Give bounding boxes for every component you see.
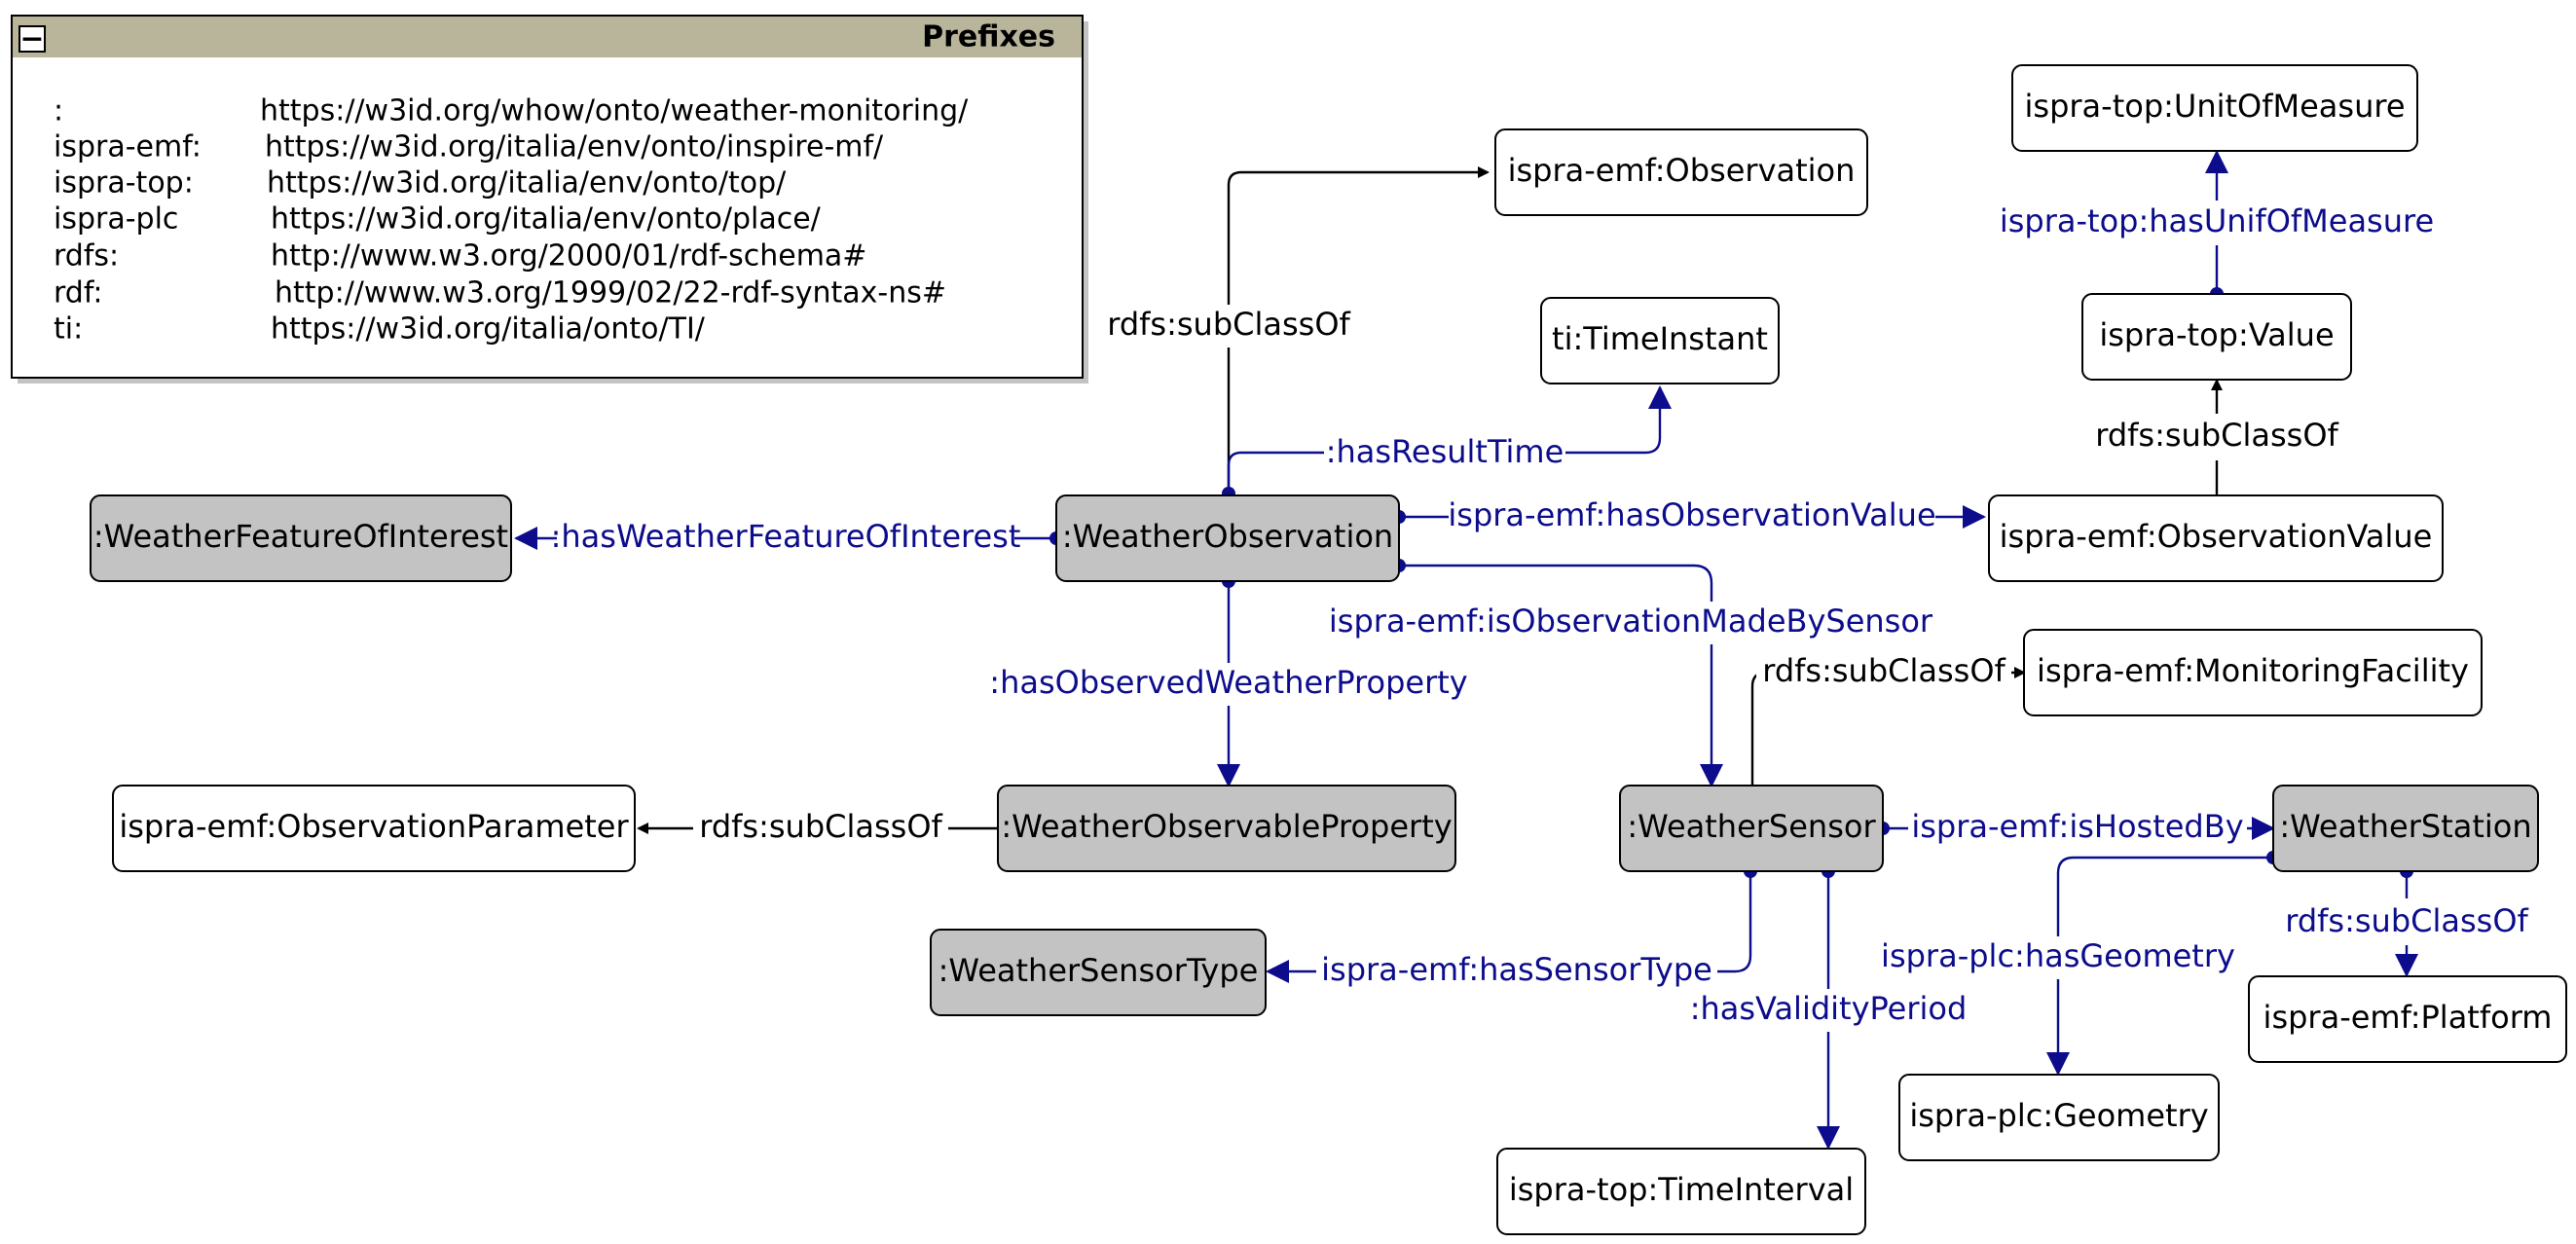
label-value-subclass: rdfs:subClassOf bbox=[2095, 417, 2338, 454]
prefixes-panel: − Prefixes : https://w3id.org/whow/onto/… bbox=[11, 15, 1088, 384]
collapse-box[interactable] bbox=[18, 25, 46, 53]
label-has-geometry: ispra-plc:hasGeometry bbox=[1881, 937, 2235, 974]
collapse-icon[interactable]: − bbox=[19, 22, 44, 56]
node-label: ispra-emf:Observation bbox=[1508, 152, 1856, 189]
prefix-label: rdf: bbox=[54, 276, 102, 311]
prefix-label: ispra-plc bbox=[54, 202, 178, 237]
node-label: ispra-top:UnitOfMeasure bbox=[2025, 88, 2406, 125]
node-time-instant[interactable]: ti:TimeInstant bbox=[1540, 297, 1780, 384]
node-weather-observable-property[interactable]: :WeatherObservableProperty bbox=[997, 785, 1456, 872]
node-label: ispra-emf:ObservationValue bbox=[2000, 518, 2433, 555]
prefix-uri: https://w3id.org/italia/env/onto/top/ bbox=[267, 166, 787, 201]
node-weather-observation[interactable]: :WeatherObservation bbox=[1055, 494, 1400, 582]
label-has-feature-of-interest: :hasWeatherFeatureOfInterest bbox=[551, 518, 1021, 555]
node-time-interval[interactable]: ispra-top:TimeInterval bbox=[1496, 1148, 1866, 1235]
node-label: ispra-emf:Platform bbox=[2263, 999, 2553, 1036]
label-station-subclass: rdfs:subClassOf bbox=[2285, 902, 2528, 939]
node-label: :WeatherStation bbox=[2279, 808, 2531, 845]
label-is-hosted-by: ispra-emf:isHostedBy bbox=[1911, 808, 2243, 845]
node-monitoring-facility[interactable]: ispra-emf:MonitoringFacility bbox=[2023, 629, 2483, 716]
node-geometry[interactable]: ispra-plc:Geometry bbox=[1898, 1074, 2220, 1161]
prefix-uri: https://w3id.org/italia/onto/TI/ bbox=[271, 312, 706, 347]
edge-has-sensor-type bbox=[1266, 871, 1752, 983]
edge-has-geometry bbox=[2046, 856, 2273, 1076]
prefix-label: : bbox=[54, 94, 63, 128]
node-label: ispra-top:Value bbox=[2099, 316, 2334, 353]
node-observation-value[interactable]: ispra-emf:ObservationValue bbox=[1988, 494, 2444, 582]
collapse-button[interactable]: − bbox=[18, 22, 46, 56]
node-label: ispra-top:TimeInterval bbox=[1509, 1171, 1854, 1208]
node-weather-sensor[interactable]: :WeatherSensor bbox=[1619, 785, 1884, 872]
node-label: ti:TimeInstant bbox=[1552, 320, 1768, 357]
node-observation-parameter[interactable]: ispra-emf:ObservationParameter bbox=[112, 785, 636, 872]
prefix-label: ti: bbox=[54, 312, 83, 347]
nodes: :WeatherObservation :WeatherFeatureOfInt… bbox=[90, 64, 2567, 1235]
label-made-by-sensor: ispra-emf:isObservationMadeBySensor bbox=[1329, 603, 1933, 640]
edge-labels: rdfs:subClassOf :hasResultTime :hasWeath… bbox=[551, 202, 2529, 1032]
node-weather-feature-of-interest[interactable]: :WeatherFeatureOfInterest bbox=[90, 494, 512, 582]
label-has-observed-property: :hasObservedWeatherProperty bbox=[989, 664, 1467, 701]
prefix-uri: http://www.w3.org/2000/01/rdf-schema# bbox=[271, 239, 866, 274]
node-emf-observation[interactable]: ispra-emf:Observation bbox=[1494, 128, 1868, 216]
edge-made-by-sensor bbox=[1399, 564, 1723, 787]
node-label: :WeatherSensorType bbox=[938, 952, 1259, 989]
node-platform[interactable]: ispra-emf:Platform bbox=[2248, 975, 2567, 1063]
node-label: ispra-plc:Geometry bbox=[1909, 1097, 2208, 1134]
node-weather-station[interactable]: :WeatherStation bbox=[2272, 785, 2539, 872]
prefix-label: ispra-top: bbox=[54, 166, 194, 201]
label-has-unit-of-measure: ispra-top:hasUnifOfMeasure bbox=[2000, 202, 2434, 239]
prefix-uri: https://w3id.org/italia/env/onto/inspire… bbox=[265, 130, 884, 165]
label-has-sensor-type: ispra-emf:hasSensorType bbox=[1321, 951, 1712, 988]
prefix-uri: https://w3id.org/italia/env/onto/place/ bbox=[271, 202, 822, 237]
label-property-subclass: rdfs:subClassOf bbox=[699, 808, 942, 845]
label-observation-subclass: rdfs:subClassOf bbox=[1107, 306, 1350, 343]
node-label: :WeatherSensor bbox=[1627, 808, 1876, 845]
prefix-label: rdfs: bbox=[54, 239, 119, 274]
label-sensor-subclass: rdfs:subClassOf bbox=[1762, 652, 2006, 689]
node-weather-sensor-type[interactable]: :WeatherSensorType bbox=[930, 929, 1267, 1016]
node-label: :WeatherFeatureOfInterest bbox=[93, 518, 508, 555]
prefix-uri: https://w3id.org/whow/onto/weather-monit… bbox=[260, 94, 969, 128]
prefixes-title: Prefixes bbox=[922, 20, 1055, 55]
node-label: :WeatherObservableProperty bbox=[1001, 808, 1452, 845]
edge-observation-subclass bbox=[1227, 166, 1490, 494]
node-unit-of-measure[interactable]: ispra-top:UnitOfMeasure bbox=[2011, 64, 2418, 152]
node-label: ispra-emf:MonitoringFacility bbox=[2037, 652, 2469, 689]
label-has-observation-value: ispra-emf:hasObservationValue bbox=[1448, 496, 1935, 533]
node-label: ispra-emf:ObservationParameter bbox=[119, 808, 629, 845]
node-value[interactable]: ispra-top:Value bbox=[2081, 293, 2352, 381]
prefix-label: ispra-emf: bbox=[54, 130, 202, 165]
prefixes-header bbox=[13, 17, 1082, 57]
prefixes-panel-frame bbox=[11, 15, 1084, 379]
label-has-validity-period: :hasValidityPeriod bbox=[1690, 990, 1968, 1027]
prefix-uri: http://www.w3.org/1999/02/22-rdf-syntax-… bbox=[275, 276, 946, 311]
label-has-result-time: :hasResultTime bbox=[1326, 433, 1564, 470]
node-label: :WeatherObservation bbox=[1062, 518, 1393, 555]
